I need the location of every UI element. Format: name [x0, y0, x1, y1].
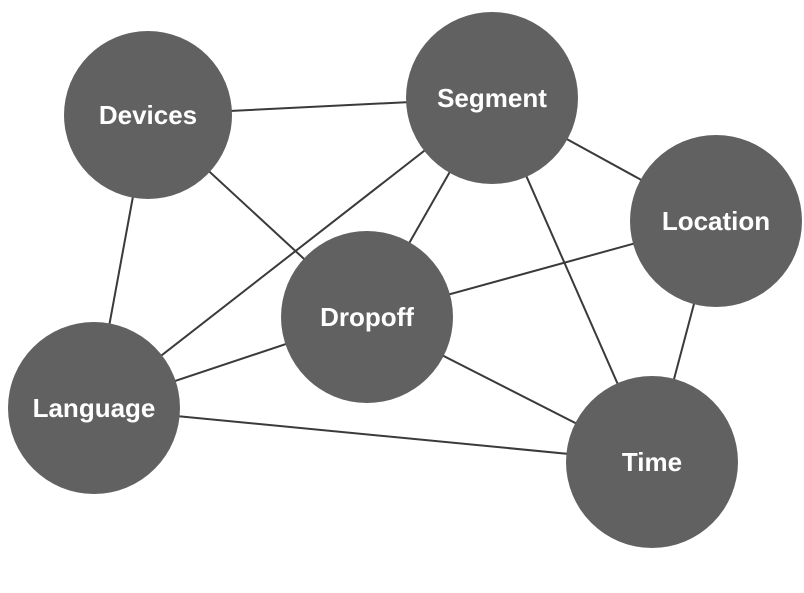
- node-dropoff: Dropoff: [281, 231, 453, 403]
- node-circle-language: [8, 322, 180, 494]
- node-label-devices: Devices: [99, 100, 197, 130]
- node-devices: Devices: [64, 31, 232, 199]
- node-segment: Segment: [406, 12, 578, 184]
- node-label-dropoff: Dropoff: [320, 302, 414, 332]
- node-circle-devices: [64, 31, 232, 199]
- node-location: Location: [630, 135, 802, 307]
- node-circle-segment: [406, 12, 578, 184]
- node-time: Time: [566, 376, 738, 548]
- node-label-time: Time: [622, 447, 682, 477]
- node-language: Language: [8, 322, 180, 494]
- nodes-layer: Devices SegmentLocationDropoffLanguageTim…: [8, 12, 802, 548]
- edge-language-time: [93, 407, 653, 463]
- node-circle-time: [566, 376, 738, 548]
- node-circle-location: [630, 135, 802, 307]
- node-circle-dropoff: [281, 231, 453, 403]
- node-label-location: Location: [662, 206, 770, 236]
- node-label-segment: Segment: [437, 83, 547, 113]
- node-label-language: Language: [33, 393, 156, 423]
